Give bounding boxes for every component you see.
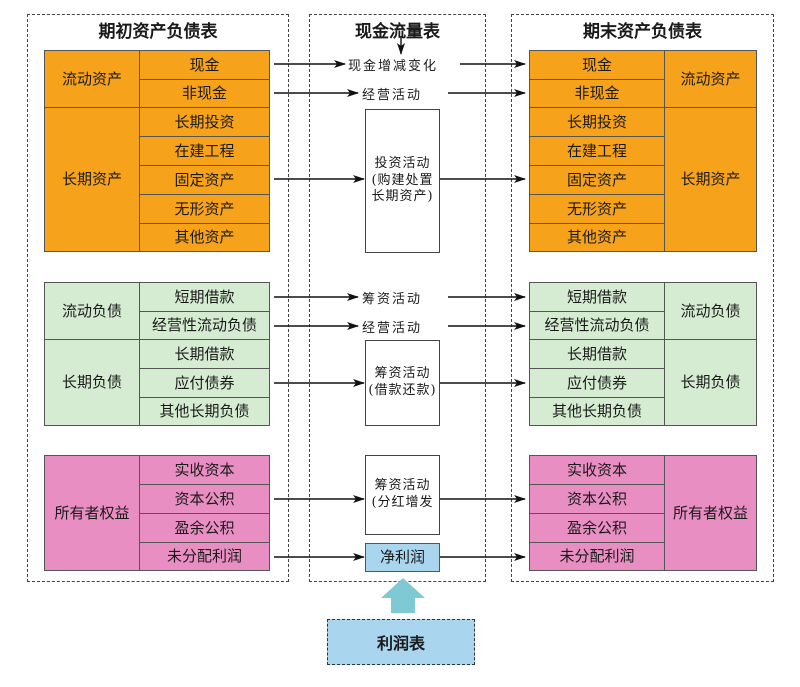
right-item-construction: 在建工程 [529,136,665,166]
right-item-retained-profit: 未分配利润 [529,542,665,571]
cash-flow-statement-panel [309,14,486,582]
closing-balance-sheet-title: 期末资产负债表 [583,22,702,42]
flow-financing-1: 筹资活动 [360,288,425,307]
left-item-intangible: 无形资产 [139,194,270,224]
flow-operating-1: 经营活动 [360,84,425,103]
left-item-paid-in-capital: 实收资本 [139,455,270,485]
left-item-lt-investment: 长期投资 [139,107,270,137]
left-group-long-term-liabilities: 长期负债 [44,339,140,426]
right-item-other-lt-liab: 其他长期负债 [529,397,665,426]
left-group-current-liabilities: 流动负债 [44,282,140,340]
financing-2-line1: 筹资活动 [374,366,431,382]
left-item-capital-reserve: 资本公积 [139,484,270,514]
right-group-owners-equity: 所有者权益 [664,455,757,571]
box-financing-dividends: 筹资活动 (分红增发 [365,455,440,535]
left-item-bonds: 应付债券 [139,368,270,398]
right-group-current-assets: 流动资产 [664,50,757,108]
left-item-other-assets: 其他资产 [139,223,270,252]
income-statement-box: 利润表 [327,619,475,665]
right-item-fixed-assets: 固定资产 [529,165,665,195]
left-item-construction: 在建工程 [139,136,270,166]
left-item-non-cash: 非现金 [139,79,270,108]
financing-2-line2: (借款还款) [368,383,437,398]
financing-3-line2: (分红增发 [371,495,434,510]
financing-3-line1: 筹资活动 [374,478,431,494]
left-item-retained-profit: 未分配利润 [139,542,270,571]
left-item-cash: 现金 [139,50,270,80]
right-item-other-assets: 其他资产 [529,223,665,252]
investing-line1: 投资活动 [374,155,431,171]
investing-line3: 长期资产) [371,189,434,205]
left-item-st-loans: 短期借款 [139,282,270,312]
cash-flow-statement-title: 现金流量表 [355,22,440,42]
investing-line2: (购建处置 [371,172,434,188]
flow-operating-2: 经营活动 [360,317,425,336]
left-item-other-lt-liab: 其他长期负债 [139,397,270,426]
right-item-paid-in-capital: 实收资本 [529,455,665,485]
right-item-lt-loans: 长期借款 [529,339,665,369]
flow-cash-change: 现金增减变化 [346,55,441,74]
left-item-operating-liab: 经营性流动负债 [139,311,270,340]
box-investing: 投资活动 (购建处置 长期资产) [365,109,440,253]
opening-balance-sheet-panel [27,14,289,582]
right-item-intangible: 无形资产 [529,194,665,224]
opening-balance-sheet-title: 期初资产负债表 [98,22,218,42]
right-group-long-term-liabilities: 长期负债 [664,339,757,426]
box-net-profit: 净利润 [365,543,440,572]
right-item-non-cash: 非现金 [529,79,665,108]
closing-balance-sheet-panel [511,14,774,582]
left-item-fixed-assets: 固定资产 [139,165,270,195]
box-financing-loans: 筹资活动 (借款还款) [365,340,440,426]
right-item-lt-investment: 长期投资 [529,107,665,137]
income-up-arrow [381,578,425,613]
right-group-long-term-assets: 长期资产 [664,107,757,252]
right-item-st-loans: 短期借款 [529,282,665,312]
left-group-owners-equity: 所有者权益 [44,455,140,571]
